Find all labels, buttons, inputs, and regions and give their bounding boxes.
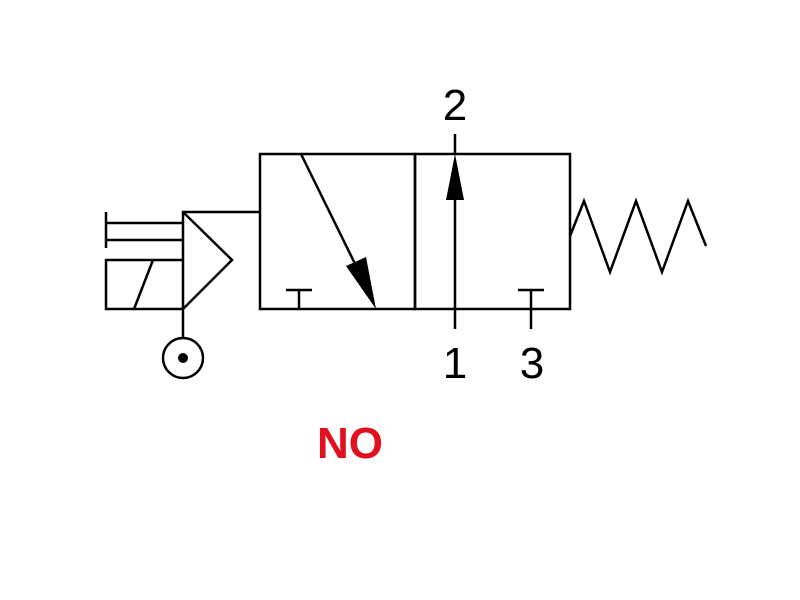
port-3-label: 3 bbox=[520, 339, 544, 388]
exhaust-blocked-port-icon bbox=[518, 288, 544, 329]
spring-icon bbox=[568, 197, 708, 276]
blocked-port-icon bbox=[286, 288, 312, 309]
normally-open-label: NO bbox=[317, 419, 383, 468]
valve-envelope-right bbox=[413, 134, 572, 329]
port-1-label: 1 bbox=[443, 339, 467, 388]
valve-envelope-left bbox=[258, 152, 417, 311]
solenoid-pilot-icon bbox=[104, 210, 260, 311]
pressure-source-icon bbox=[161, 309, 205, 380]
port-2-label: 2 bbox=[443, 81, 467, 130]
